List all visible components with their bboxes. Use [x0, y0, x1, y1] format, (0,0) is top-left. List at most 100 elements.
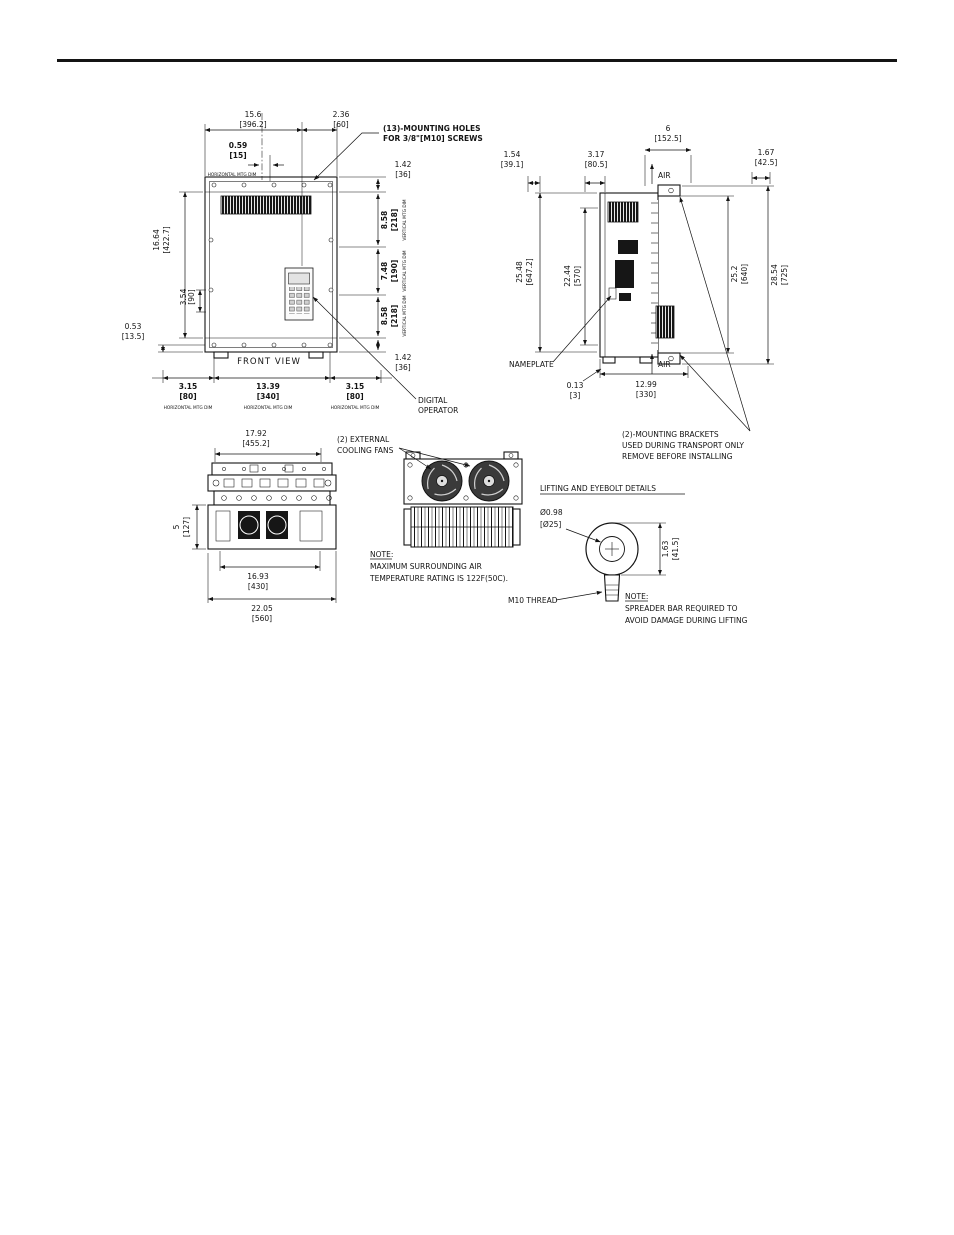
dim-depth-top-mm: [152.5]: [654, 134, 681, 143]
dim-operator-in: 3.54: [179, 288, 188, 305]
vertical-mtg-dim-label: VERTICAL MTG DIM: [402, 295, 408, 337]
front-mounting-holes: [208, 182, 334, 348]
dim-167-mm: [42.5]: [755, 158, 778, 167]
dim-mtg-height-in: 16.64: [152, 229, 161, 251]
top-view-drawing: 17.92 [455.2] 5 [127] 16.93 [430] 22.05 …: [172, 429, 337, 623]
dim-bot-left-mm: [80]: [179, 392, 196, 401]
fan-label-leaders: [398, 447, 471, 470]
lifting-note-line1: SPREADER BAR REQUIRED TO: [625, 604, 738, 613]
side-view-texts: 6 [152.5] 1.54 [39.1] 3.17 [80.5] 1.67 […: [501, 124, 789, 461]
dim-2854-in: 28.54: [770, 264, 779, 286]
fan-detail-drawing: (2) EXTERNAL COOLING FANS: [337, 435, 523, 548]
dim-front-width-right-in: 2.36: [333, 110, 350, 119]
dim-317-in: 3.17: [588, 150, 605, 159]
dim-mtg-height-mm: [422.7]: [162, 226, 171, 253]
front-vent-grille: [220, 195, 312, 215]
side-air-inlet: [655, 305, 675, 339]
side-top-grille: [607, 201, 639, 223]
dim-bot-left-in: 3.15: [179, 382, 198, 391]
dim-013-in: 0.13: [567, 381, 584, 390]
dim-bot-center-in: 13.39: [256, 382, 280, 391]
dim-flange-bottom-in: 1.42: [395, 353, 412, 362]
dim-013-mm: [3]: [570, 391, 581, 400]
dim-flange-top-mm: [36]: [395, 170, 410, 179]
dim-2244-mm: [570]: [573, 266, 582, 286]
dim-front-width-right-mm: [60]: [333, 120, 348, 129]
dim-vert-top-in: 8.58: [380, 211, 389, 230]
dim-5-mm: [127]: [182, 517, 191, 537]
dim-1299-in: 12.99: [635, 380, 657, 389]
dim-2244-in: 22.44: [563, 265, 572, 287]
side-view-drawing: 6 [152.5] 1.54 [39.1] 3.17 [80.5] 1.67 […: [501, 124, 789, 461]
dim-2205-in: 22.05: [251, 604, 273, 613]
digital-operator-label-line2: OPERATOR: [418, 406, 458, 415]
dim-vert-mid-mm: [190]: [390, 260, 399, 283]
dim-2854-mm: [725]: [780, 265, 789, 285]
mounting-holes-note-line2: FOR 3/8"[M10] SCREWS: [383, 134, 483, 143]
dim-167-in: 1.67: [758, 148, 775, 157]
side-dimension-lines: [527, 147, 774, 432]
air-note-line2: TEMPERATURE RATING IS 122F(50C).: [369, 574, 508, 583]
dim-flange-top-in: 1.42: [395, 160, 412, 169]
horizontal-mtg-dim-label: HORIZONTAL MTG DIM: [208, 172, 257, 178]
dim-154-mm: [39.1]: [501, 160, 524, 169]
lifting-detail-drawing: LIFTING AND EYEBOLT DETAILS Ø0.98 [Ø25] …: [508, 484, 748, 625]
dim-163-in: 1.63: [661, 540, 670, 557]
nameplate-label: NAMEPLATE: [509, 360, 554, 369]
dim-operator-mm: [90]: [187, 289, 196, 304]
fan-assembly: [403, 451, 523, 548]
dim-front-width-in: 15.6: [245, 110, 262, 119]
front-view-texts: 15.6 [396.2] 2.36 [60] 0.59 [15] HORIZON…: [122, 110, 483, 415]
air-label-bottom: AIR: [658, 360, 671, 369]
front-view-drawing: 15.6 [396.2] 2.36 [60] 0.59 [15] HORIZON…: [122, 110, 483, 415]
digital-operator-label-line1: DIGITAL: [418, 396, 448, 405]
dim-vert-mid-in: 7.48: [380, 262, 389, 281]
dim-1693-mm: [430]: [248, 582, 268, 591]
eyebolt-drawing: [585, 522, 639, 602]
air-note-title: NOTE:: [370, 550, 393, 559]
bracket-note-line2: USED DURING TRANSPORT ONLY: [622, 441, 744, 450]
dim-252-mm: [640]: [740, 264, 749, 284]
digital-operator-keypad: [284, 267, 314, 321]
dim-2548-mm: [647.2]: [525, 258, 534, 285]
mounting-holes-note-line1: (13)-MOUNTING HOLES: [383, 124, 481, 133]
air-label-top: AIR: [658, 171, 671, 180]
nameplate-rect: [608, 287, 617, 300]
dim-vert-top-mm: [218]: [390, 209, 399, 232]
lifting-dimension-lines: [555, 522, 666, 601]
dim-154-in: 1.54: [504, 150, 521, 159]
dim-163-mm: [41.5]: [671, 538, 680, 561]
top-view-dimension-lines: [192, 448, 337, 603]
digital-operator-leader: [312, 296, 417, 400]
dim-depth-top-in: 6: [666, 124, 671, 133]
top-view-texts: 17.92 [455.2] 5 [127] 16.93 [430] 22.05 …: [172, 429, 273, 623]
bracket-leader-top: [679, 196, 751, 432]
dim-5-in: 5: [172, 524, 181, 529]
front-centerlines: [261, 113, 303, 266]
dim-bot-center-mm: [340]: [257, 392, 280, 401]
air-note-line1: MAXIMUM SURROUNDING AIR: [370, 562, 482, 571]
side-louver-column: [649, 200, 658, 350]
dim-offset-mm: [15]: [229, 151, 246, 160]
fan-label-line2: COOLING FANS: [337, 446, 394, 455]
dim-eye-dia-mm: [Ø25]: [540, 520, 561, 529]
dim-1693-in: 16.93: [247, 572, 269, 581]
front-cabinet-outline: [204, 176, 338, 359]
horizontal-mtg-dim-label: HORIZONTAL MTG DIM: [331, 405, 380, 411]
nameplate-leader: [552, 295, 612, 363]
vertical-mtg-dim-label: VERTICAL MTG DIM: [402, 199, 408, 241]
dim-2205-mm: [560]: [252, 614, 272, 623]
dim-2548-in: 25.48: [515, 261, 524, 283]
m10-thread-label: M10 THREAD: [508, 596, 558, 605]
dim-252-in: 25.2: [730, 265, 739, 282]
dim-1299-mm: [330]: [636, 390, 656, 399]
front-view-title: FRONT VIEW: [237, 357, 301, 367]
dim-offset-in: 0.59: [229, 141, 248, 150]
top-view-outline: [207, 462, 337, 550]
top-mounting-bracket: [657, 184, 681, 197]
mounting-holes-leader: [313, 132, 379, 181]
horizontal-mtg-dim-label: HORIZONTAL MTG DIM: [164, 405, 213, 411]
bracket-leader-bottom: [679, 354, 751, 432]
